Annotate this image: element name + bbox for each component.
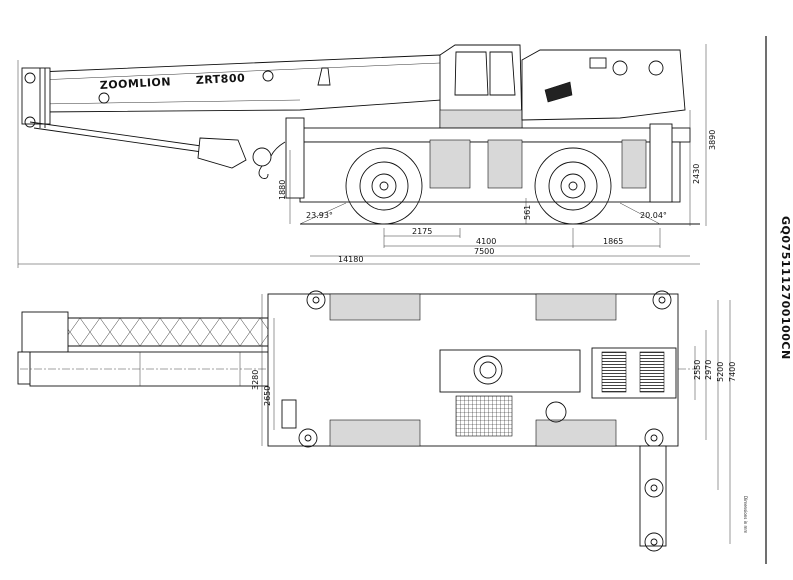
- top-boom-head: [21, 311, 69, 353]
- lift-cylinder: [29, 121, 231, 151]
- brand-label: ZOOMLION: [99, 75, 171, 92]
- side-view: ZOOMLION ZRT800: [17, 44, 717, 268]
- dim-2550: 2550: [693, 360, 702, 380]
- dim-2430: 2430: [692, 164, 701, 184]
- engine-grille-1: [601, 351, 627, 393]
- top-fender-rear-upper: [329, 293, 421, 321]
- boom-bracket: [317, 67, 331, 86]
- model-label: ZRT800: [195, 71, 245, 87]
- boom-sheave-top: [24, 72, 36, 84]
- counterweight-pin-1: [612, 60, 628, 76]
- margin-note: Dimensions in mm: [743, 496, 748, 533]
- counterweight-pin-2: [648, 60, 664, 76]
- top-fender-front-upper: [535, 293, 617, 321]
- dim-3280: 3280: [251, 370, 260, 390]
- dim-5200: 5200: [716, 362, 725, 382]
- dim-2970: 2970: [704, 360, 713, 380]
- boom-pin: [262, 70, 274, 82]
- top-rear-step: [281, 399, 297, 429]
- rear-outrigger: [285, 117, 305, 199]
- outrigger-pad-rr: [298, 428, 318, 448]
- departure-angle: 20.04°: [640, 211, 667, 220]
- hook: [258, 165, 269, 179]
- dim-3890: 3890: [708, 130, 717, 150]
- cab-base: [439, 109, 523, 129]
- lift-cylinder-mount: [197, 137, 247, 169]
- top-view: 3280 2650 2550 2970 5200 7400: [17, 290, 737, 552]
- outrigger-pad-rl: [306, 290, 326, 310]
- side-box-2: [487, 139, 523, 189]
- top-superstructure: [439, 349, 581, 393]
- top-winch: [545, 401, 567, 423]
- ground-clearance: 561: [523, 205, 532, 220]
- top-fender-rear-lower: [329, 419, 421, 447]
- superstructure: [521, 49, 686, 121]
- side-box-1: [429, 139, 471, 189]
- outrigger-pad-ext: [644, 532, 664, 552]
- cab-side-window: [454, 51, 489, 96]
- dim-7400: 7400: [728, 362, 737, 382]
- document-code: GQ0751112700100CN: [779, 216, 792, 360]
- engine-grille-2: [639, 351, 665, 393]
- outrigger-pad-mid: [644, 478, 664, 498]
- dim-14180: 14180: [338, 255, 363, 264]
- approach-angle: 23.93°: [306, 211, 333, 220]
- vertical-dimensions: 3890 2430 1880: [278, 44, 717, 226]
- top-fender-front-lower: [535, 419, 617, 447]
- boom-head: [21, 67, 51, 125]
- top-cab-roof: [455, 395, 513, 437]
- boom-hook-sheave: [98, 92, 110, 104]
- hook-block: [252, 147, 272, 167]
- dim-2650: 2650: [263, 386, 272, 406]
- outrigger-pad-fl: [652, 290, 672, 310]
- dim-1880: 1880: [278, 180, 287, 200]
- extended-outrigger-beam: [639, 445, 667, 547]
- cab-front-window: [489, 51, 516, 96]
- dim-2175: 2175: [412, 227, 432, 236]
- horizontal-dimensions: 2175 4100 1865 7500 14180: [17, 60, 700, 268]
- dim-1865: 1865: [603, 237, 623, 246]
- slewing-ring: [473, 355, 503, 385]
- front-outrigger: [649, 123, 673, 203]
- dim-7500: 7500: [474, 247, 494, 256]
- boom-sheave-bottom: [24, 116, 36, 128]
- dim-4100: 4100: [476, 237, 496, 246]
- top-view-dimensions: 3280 2650 2550 2970 5200 7400: [251, 294, 737, 544]
- engine-vent: [544, 81, 573, 103]
- side-box-3: [621, 139, 647, 189]
